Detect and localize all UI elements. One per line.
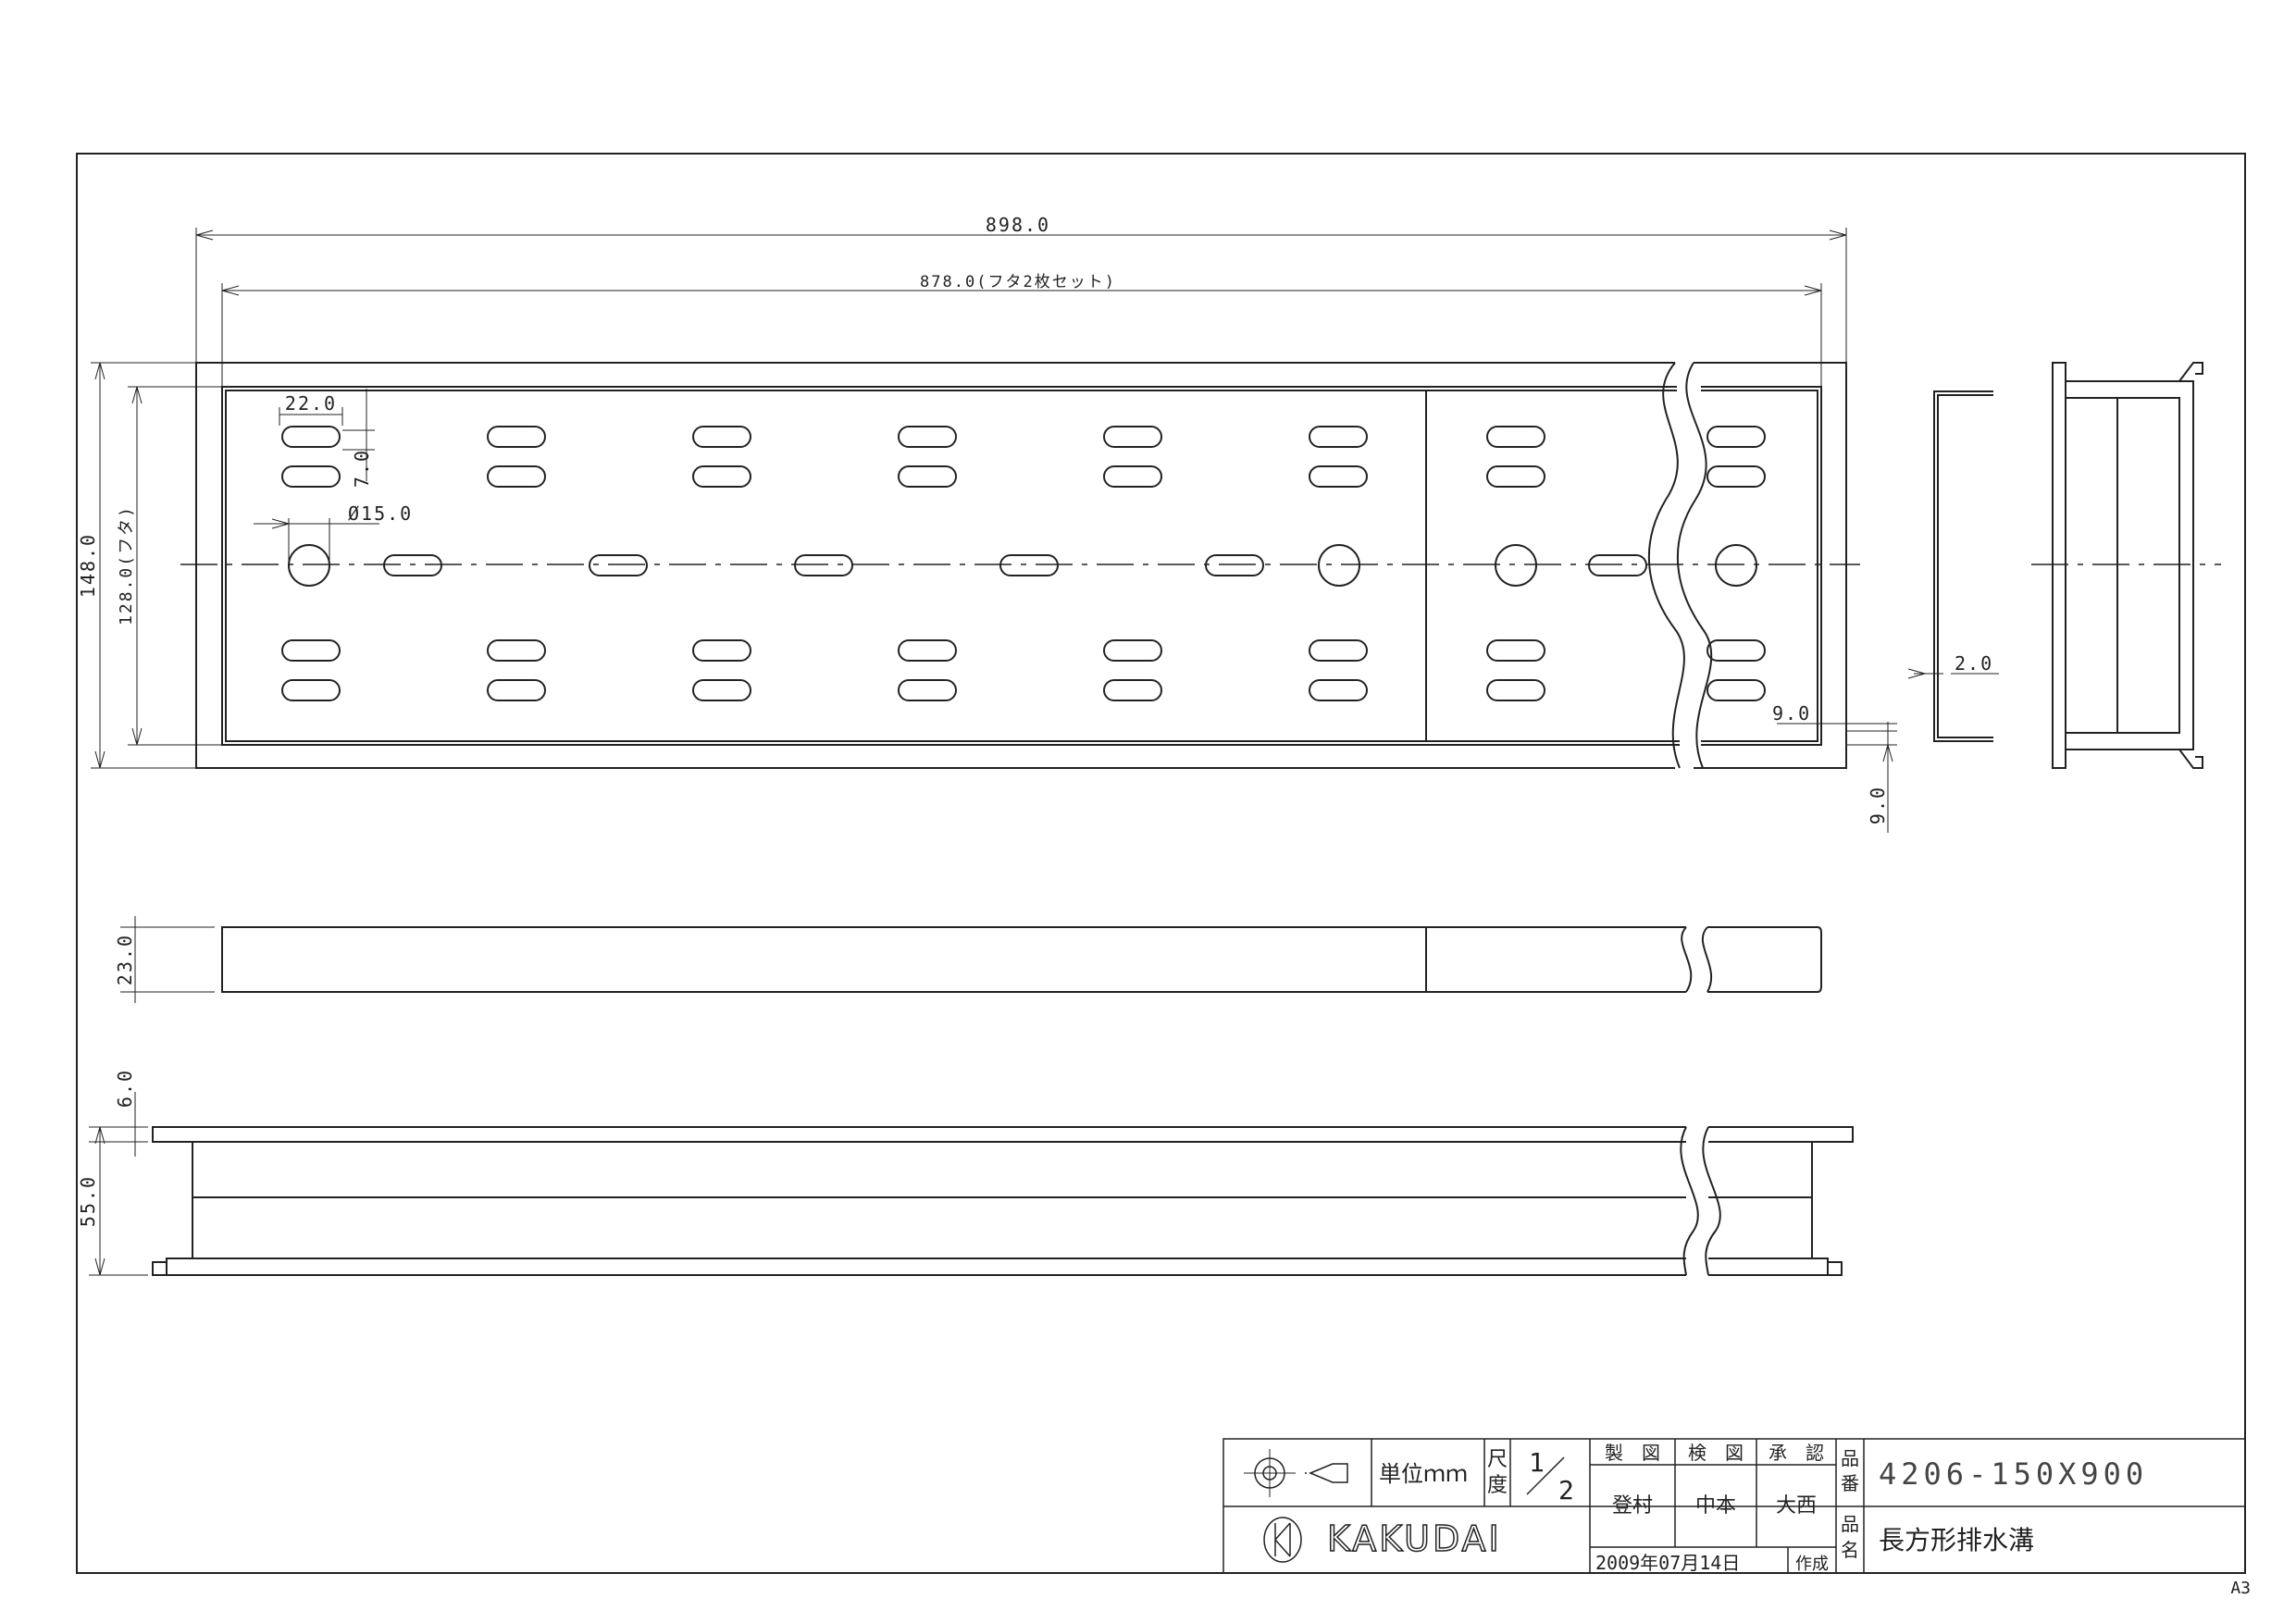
dim-lid-length: 878.0(フタ2枚セット) <box>920 273 1116 291</box>
sheet-size: A3 <box>2230 1579 2251 1598</box>
brand-name: KAKUDAI <box>1327 1518 1502 1559</box>
drain-slot <box>1205 554 1264 576</box>
drain-slot <box>999 554 1059 576</box>
drain-slot <box>898 679 957 701</box>
drawing-date: 2009年07月14日 <box>1595 1552 1740 1574</box>
drain-slot <box>692 639 751 662</box>
drain-slot <box>487 679 546 701</box>
created-label: 作成 <box>1795 1555 1829 1574</box>
dim-flange-outer: 9.0 <box>1867 786 1889 824</box>
drain-slot <box>1486 465 1545 488</box>
drain-slot <box>794 554 853 576</box>
checked-label: 検 図 <box>1688 1442 1744 1464</box>
drain-slot <box>1588 554 1647 576</box>
drain-slot <box>1486 679 1545 701</box>
plan-view <box>91 228 1999 833</box>
drain-slot <box>692 465 751 488</box>
drain-slot <box>898 426 957 448</box>
approved-label: 承 認 <box>1769 1442 1824 1464</box>
drain-slot <box>487 639 546 662</box>
gutter-front-view <box>89 1092 1854 1276</box>
scale-label-2: 度 <box>1487 1474 1508 1497</box>
drawn-by: 登村 <box>1612 1494 1653 1518</box>
part-name: 長方形排水溝 <box>1879 1525 2034 1555</box>
dim-lid-thickness: 23.0 <box>114 934 136 985</box>
dim-lid-width: 128.0(フタ) <box>117 505 136 626</box>
checked-by: 中本 <box>1695 1494 1736 1518</box>
drain-slot <box>1486 426 1545 448</box>
drain-slot <box>692 679 751 701</box>
dim-total-length: 898.0 <box>986 214 1050 236</box>
drawing-frame <box>76 153 2246 1574</box>
mounting-hole <box>288 544 330 587</box>
kakudai-logo-icon <box>1263 1517 1302 1563</box>
dim-body-height: 55.0 <box>77 1175 99 1227</box>
drain-slot <box>487 465 546 488</box>
dim-hole-diameter: Ø15.0 <box>348 502 413 525</box>
drain-slot <box>281 465 341 488</box>
dim-slot-pitch: 7.0 <box>351 449 373 488</box>
dim-wall-thickness: 2.0 <box>1955 652 1993 675</box>
drain-slot <box>383 554 442 576</box>
lid-end-section <box>1933 390 1993 742</box>
drain-slot <box>1309 465 1368 488</box>
drain-slot <box>281 679 341 701</box>
drain-slot <box>898 639 957 662</box>
dim-slot-length: 22.0 <box>285 392 337 415</box>
gutter-end-view <box>2031 362 2221 769</box>
drain-slot <box>1706 426 1766 448</box>
drawn-label: 製 図 <box>1605 1442 1660 1464</box>
dim-total-width: 148.0 <box>77 533 99 598</box>
scale-label-1: 尺 <box>1487 1448 1508 1471</box>
part-no-label-2: 番 <box>1841 1472 1859 1494</box>
drain-slots <box>281 426 1766 701</box>
drain-slot <box>281 426 341 448</box>
mounting-holes <box>288 544 1757 587</box>
break-line-right <box>1677 362 1713 769</box>
part-number: 4206-150X900 <box>1879 1456 2148 1492</box>
title-block <box>1222 1438 2246 1574</box>
dim-flange-inner: 9.0 <box>1772 702 1811 725</box>
drain-slot <box>1309 639 1368 662</box>
break-line-left <box>1647 362 1685 769</box>
mounting-hole <box>1318 544 1360 587</box>
drain-slot <box>898 465 957 488</box>
mounting-hole <box>1495 544 1537 587</box>
scale-numerator: 1 <box>1529 1447 1545 1478</box>
drain-slot <box>1103 679 1162 701</box>
drain-slot <box>487 426 546 448</box>
unit-label: 単位ｍｍ <box>1379 1461 1468 1487</box>
drain-slot <box>1706 465 1766 488</box>
third-angle-projection-icon <box>1244 1449 1348 1497</box>
drain-slot <box>1486 639 1545 662</box>
drain-slot <box>1309 679 1368 701</box>
part-name-label-1: 品 <box>1841 1513 1859 1535</box>
drain-slot <box>1706 639 1766 662</box>
drain-slot <box>1103 426 1162 448</box>
part-name-label-2: 名 <box>1841 1539 1859 1561</box>
drain-slot <box>281 639 341 662</box>
dim-lip-height: 6.0 <box>114 1069 136 1108</box>
drain-slot <box>589 554 648 576</box>
part-no-label-1: 品 <box>1841 1447 1859 1469</box>
drain-slot <box>1103 465 1162 488</box>
drain-slot <box>1103 639 1162 662</box>
lid-side-view <box>120 916 1822 1003</box>
scale-denominator: 2 <box>1558 1475 1574 1505</box>
approved-by: 大西 <box>1776 1494 1817 1518</box>
mounting-hole <box>1715 544 1757 587</box>
drain-slot <box>1309 426 1368 448</box>
drain-slot <box>1706 679 1766 701</box>
drain-slot <box>692 426 751 448</box>
